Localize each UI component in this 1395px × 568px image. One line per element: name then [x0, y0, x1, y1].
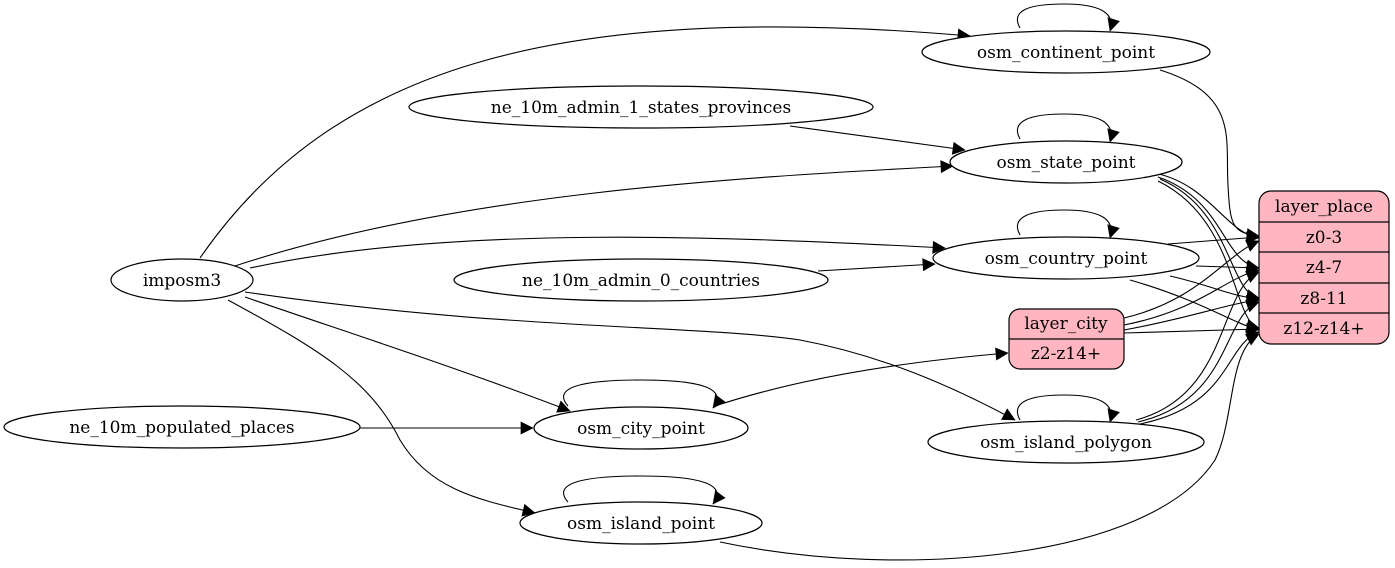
node-label: osm_country_point: [985, 249, 1148, 269]
node-label: imposm3: [143, 271, 221, 291]
edge-imposm3-osm_island_polygon: [244, 291, 1016, 421]
edge-imposm3-osm_state_point: [234, 160, 954, 267]
edge-layer_city-layer_place-z0-3: [1123, 239, 1260, 319]
edge-imposm3-osm_country_point: [249, 236, 946, 269]
record-field: z2-z14+: [1031, 344, 1101, 364]
edges: [199, 3, 1260, 561]
edge-osm_continent_point-layer_place-z0-3: [1159, 69, 1260, 242]
edge-osm_island_polygon-layer_place-z8-11: [1137, 299, 1260, 423]
edge-osm_continent_point-self: [1017, 3, 1120, 32]
edge-layer_city-layer_place-z12-z14: [1123, 322, 1260, 336]
node-osm-island-point: osm_island_point: [519, 501, 763, 545]
node-label: osm_state_point: [997, 153, 1136, 173]
edge-imposm3-osm_island_point: [227, 299, 536, 517]
record-title: layer_city: [1024, 314, 1108, 334]
edge-osm_country_point-self: [1017, 209, 1120, 239]
node-ne-10m-admin-1-states-provinces: ne_10m_admin_1_states_provinces: [408, 85, 874, 129]
edge-osm_city_point-self: [563, 379, 726, 409]
edge-osm_island_polygon-self: [1017, 394, 1120, 423]
node-osm-continent-point: osm_continent_point: [921, 30, 1211, 74]
edge-osm_island_polygon-layer_place-z12-z14: [1139, 330, 1260, 425]
node-osm-country-point: osm_country_point: [932, 236, 1200, 280]
node-osm-island-polygon: osm_island_polygon: [927, 420, 1205, 464]
edge-osm_country_point-layer_place-z8-11: [1169, 275, 1260, 305]
edge-imposm3-osm_continent_point: [199, 26, 971, 259]
edge-ne_10m_admin_1-osm_state_point: [789, 125, 966, 155]
record-layer-place: layer_place z0-3 z4-7 z8-11 z12-z14+: [1258, 190, 1390, 345]
record-field-z4-7: z4-7: [1306, 258, 1342, 278]
node-label: osm_island_point: [567, 514, 715, 534]
node-label: osm_city_point: [577, 419, 705, 439]
record-field-z8-11: z8-11: [1300, 289, 1347, 309]
edge-imposm3-osm_city_point: [244, 296, 571, 413]
nodes: osm_continent_point ne_10m_admin_1_state…: [3, 30, 1211, 545]
node-label: ne_10m_populated_places: [69, 418, 294, 438]
record-field-z0-3: z0-3: [1306, 228, 1342, 248]
edge-osm_country_point-layer_place-z0-3: [1167, 231, 1260, 245]
edge-ne_10m_admin_0-osm_country_point: [817, 258, 936, 272]
edge-osm_island_point-self: [563, 475, 726, 505]
node-label: ne_10m_admin_0_countries: [522, 271, 760, 291]
record-layer-city: layer_city z2-z14+: [1008, 308, 1125, 370]
node-label: osm_continent_point: [977, 43, 1155, 63]
node-osm-city-point: osm_city_point: [533, 406, 749, 450]
node-label: osm_island_polygon: [980, 433, 1152, 453]
edge-layer_city-layer_place-z8-11: [1123, 294, 1260, 331]
node-osm-state-point: osm_state_point: [949, 140, 1183, 184]
edge-osm_island_polygon-layer_place-z4-7: [1135, 271, 1260, 421]
record-shape: [1258, 190, 1390, 345]
node-ne-10m-admin-0-countries: ne_10m_admin_0_countries: [453, 258, 829, 302]
edge-osm_state_point-self: [1017, 113, 1120, 143]
edge-osm_island_point-layer_place-z12-z14: [719, 333, 1260, 561]
record-field-z12-z14: z12-z14+: [1283, 319, 1364, 339]
node-imposm3: imposm3: [110, 258, 254, 302]
edge-osm_city_point-layer_city: [714, 347, 1009, 407]
node-ne-10m-populated-places: ne_10m_populated_places: [3, 405, 361, 449]
node-label: ne_10m_admin_1_states_provinces: [491, 98, 791, 118]
record-title: layer_place: [1275, 197, 1373, 217]
